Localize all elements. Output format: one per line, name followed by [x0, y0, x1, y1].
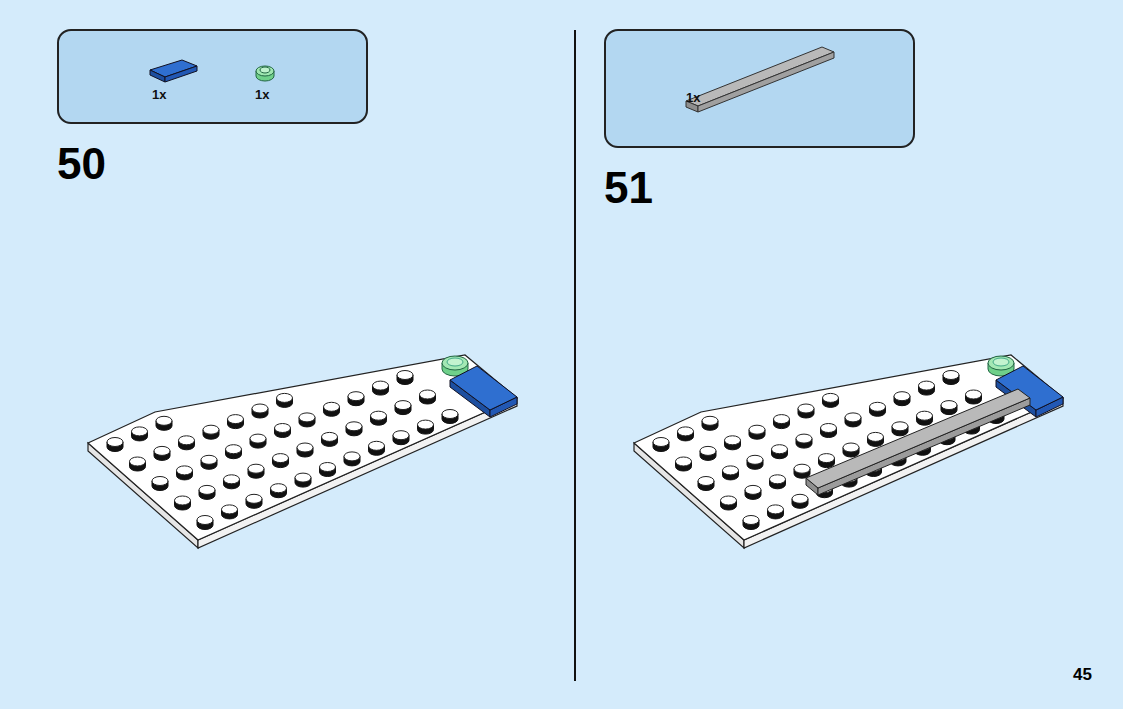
grey-long-tile-icon	[686, 47, 834, 112]
part-quantity: 1x	[152, 87, 166, 102]
parts-panel-fill	[604, 29, 915, 148]
blue-tile-icon	[150, 60, 197, 82]
green-round-plate-icon	[256, 66, 274, 81]
parts-panel-fill	[57, 29, 368, 124]
page-number: 45	[1073, 666, 1092, 683]
parts-callout-box: 1x	[604, 29, 915, 148]
page-divider	[574, 30, 576, 681]
part-quantity: 1x	[686, 90, 700, 105]
wedge-plate	[88, 355, 517, 548]
parts-callout-box: 1x 1x	[57, 29, 368, 124]
wedge-plate	[634, 355, 1063, 548]
step-number: 51	[604, 166, 653, 210]
step-number: 50	[57, 142, 106, 186]
part-quantity: 1x	[255, 87, 269, 102]
